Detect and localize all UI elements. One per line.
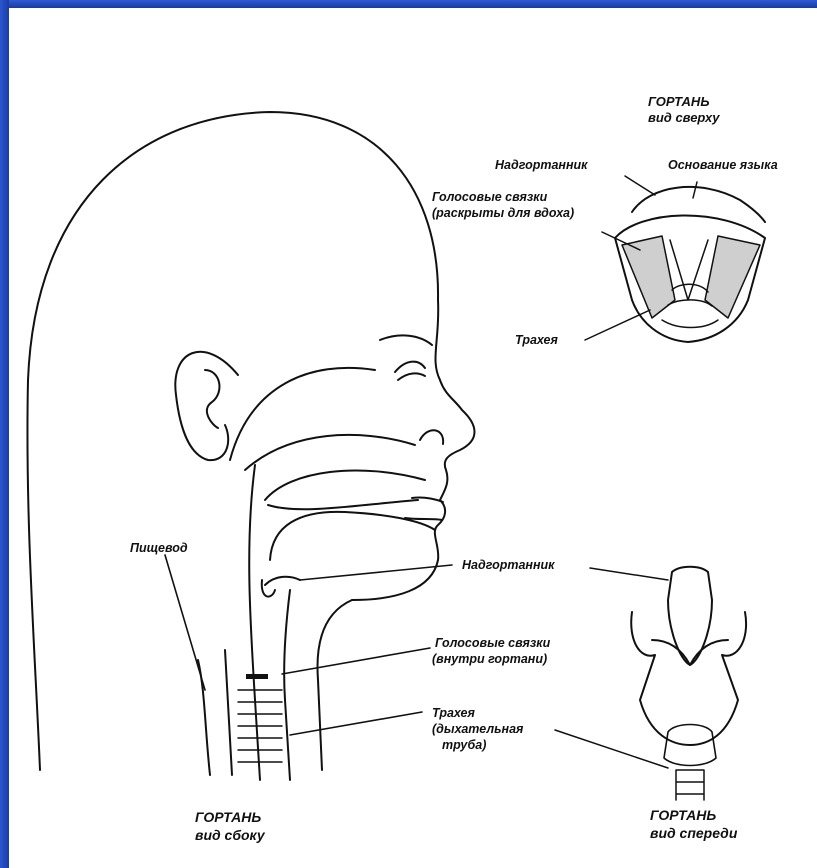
leader-trachea-front (555, 730, 668, 768)
front-view-title: ГОРТАНЬ (650, 806, 716, 824)
label-epiglottis-top: Надгортанник (495, 158, 587, 173)
palate (265, 470, 425, 509)
side-view-subtitle: вид сбоку (195, 826, 265, 844)
leader-epiglottis-top (625, 176, 655, 195)
trachea-rings (238, 690, 282, 762)
leader-vocal-top (602, 232, 640, 250)
label-vocal-cords-side-1: Голосовые связки (435, 636, 550, 651)
epiglottis-front (668, 567, 712, 665)
label-trachea-side-1: Трахея (432, 706, 475, 721)
head-side-view (27, 112, 474, 780)
leader-tongue-base (693, 182, 697, 198)
larynx-top-view (585, 176, 765, 342)
top-view-subtitle: вид сверху (648, 110, 720, 125)
esophagus-tube (198, 650, 232, 775)
label-epiglottis-side: Надгортанник (462, 558, 554, 573)
brow (380, 335, 432, 345)
side-leader-lines (165, 555, 452, 735)
front-view-subtitle: вид спереди (650, 824, 737, 842)
side-view-title: ГОРТАНЬ (195, 808, 261, 826)
head-outline (27, 112, 474, 770)
label-tongue-base: Основание языка (668, 158, 778, 173)
leader-epiglottis-front (590, 568, 668, 580)
throat-front (284, 590, 290, 780)
glottis (670, 240, 708, 300)
label-esophagus: Пищевод (130, 541, 188, 556)
label-trachea-side-3: труба) (442, 738, 486, 753)
trachea-front-rings (676, 770, 704, 800)
neck-front (317, 600, 352, 770)
throat-back (249, 465, 260, 780)
label-trachea-top: Трахея (515, 333, 558, 348)
larynx-front-view (555, 567, 746, 800)
right-fold (705, 236, 760, 318)
left-fold (622, 236, 675, 318)
top-view-title: ГОРТАНЬ (648, 94, 710, 109)
leader-trachea-top (585, 310, 650, 340)
ear (175, 352, 238, 460)
eye (395, 362, 425, 380)
label-vocal-cords-side-2: (внутри гортани) (432, 652, 547, 667)
label-vocal-cords-top-2: (раскрыты для вдоха) (432, 206, 574, 221)
nostril (420, 430, 443, 444)
label-trachea-side-2: (дыхательная (432, 722, 523, 737)
label-vocal-cords-top-1: Голосовые связки (432, 190, 547, 205)
thyroid-notch (652, 640, 728, 665)
nasal-cavity (230, 368, 415, 470)
vocal-cord-marker (246, 674, 268, 679)
epiglottis-side (262, 577, 300, 597)
